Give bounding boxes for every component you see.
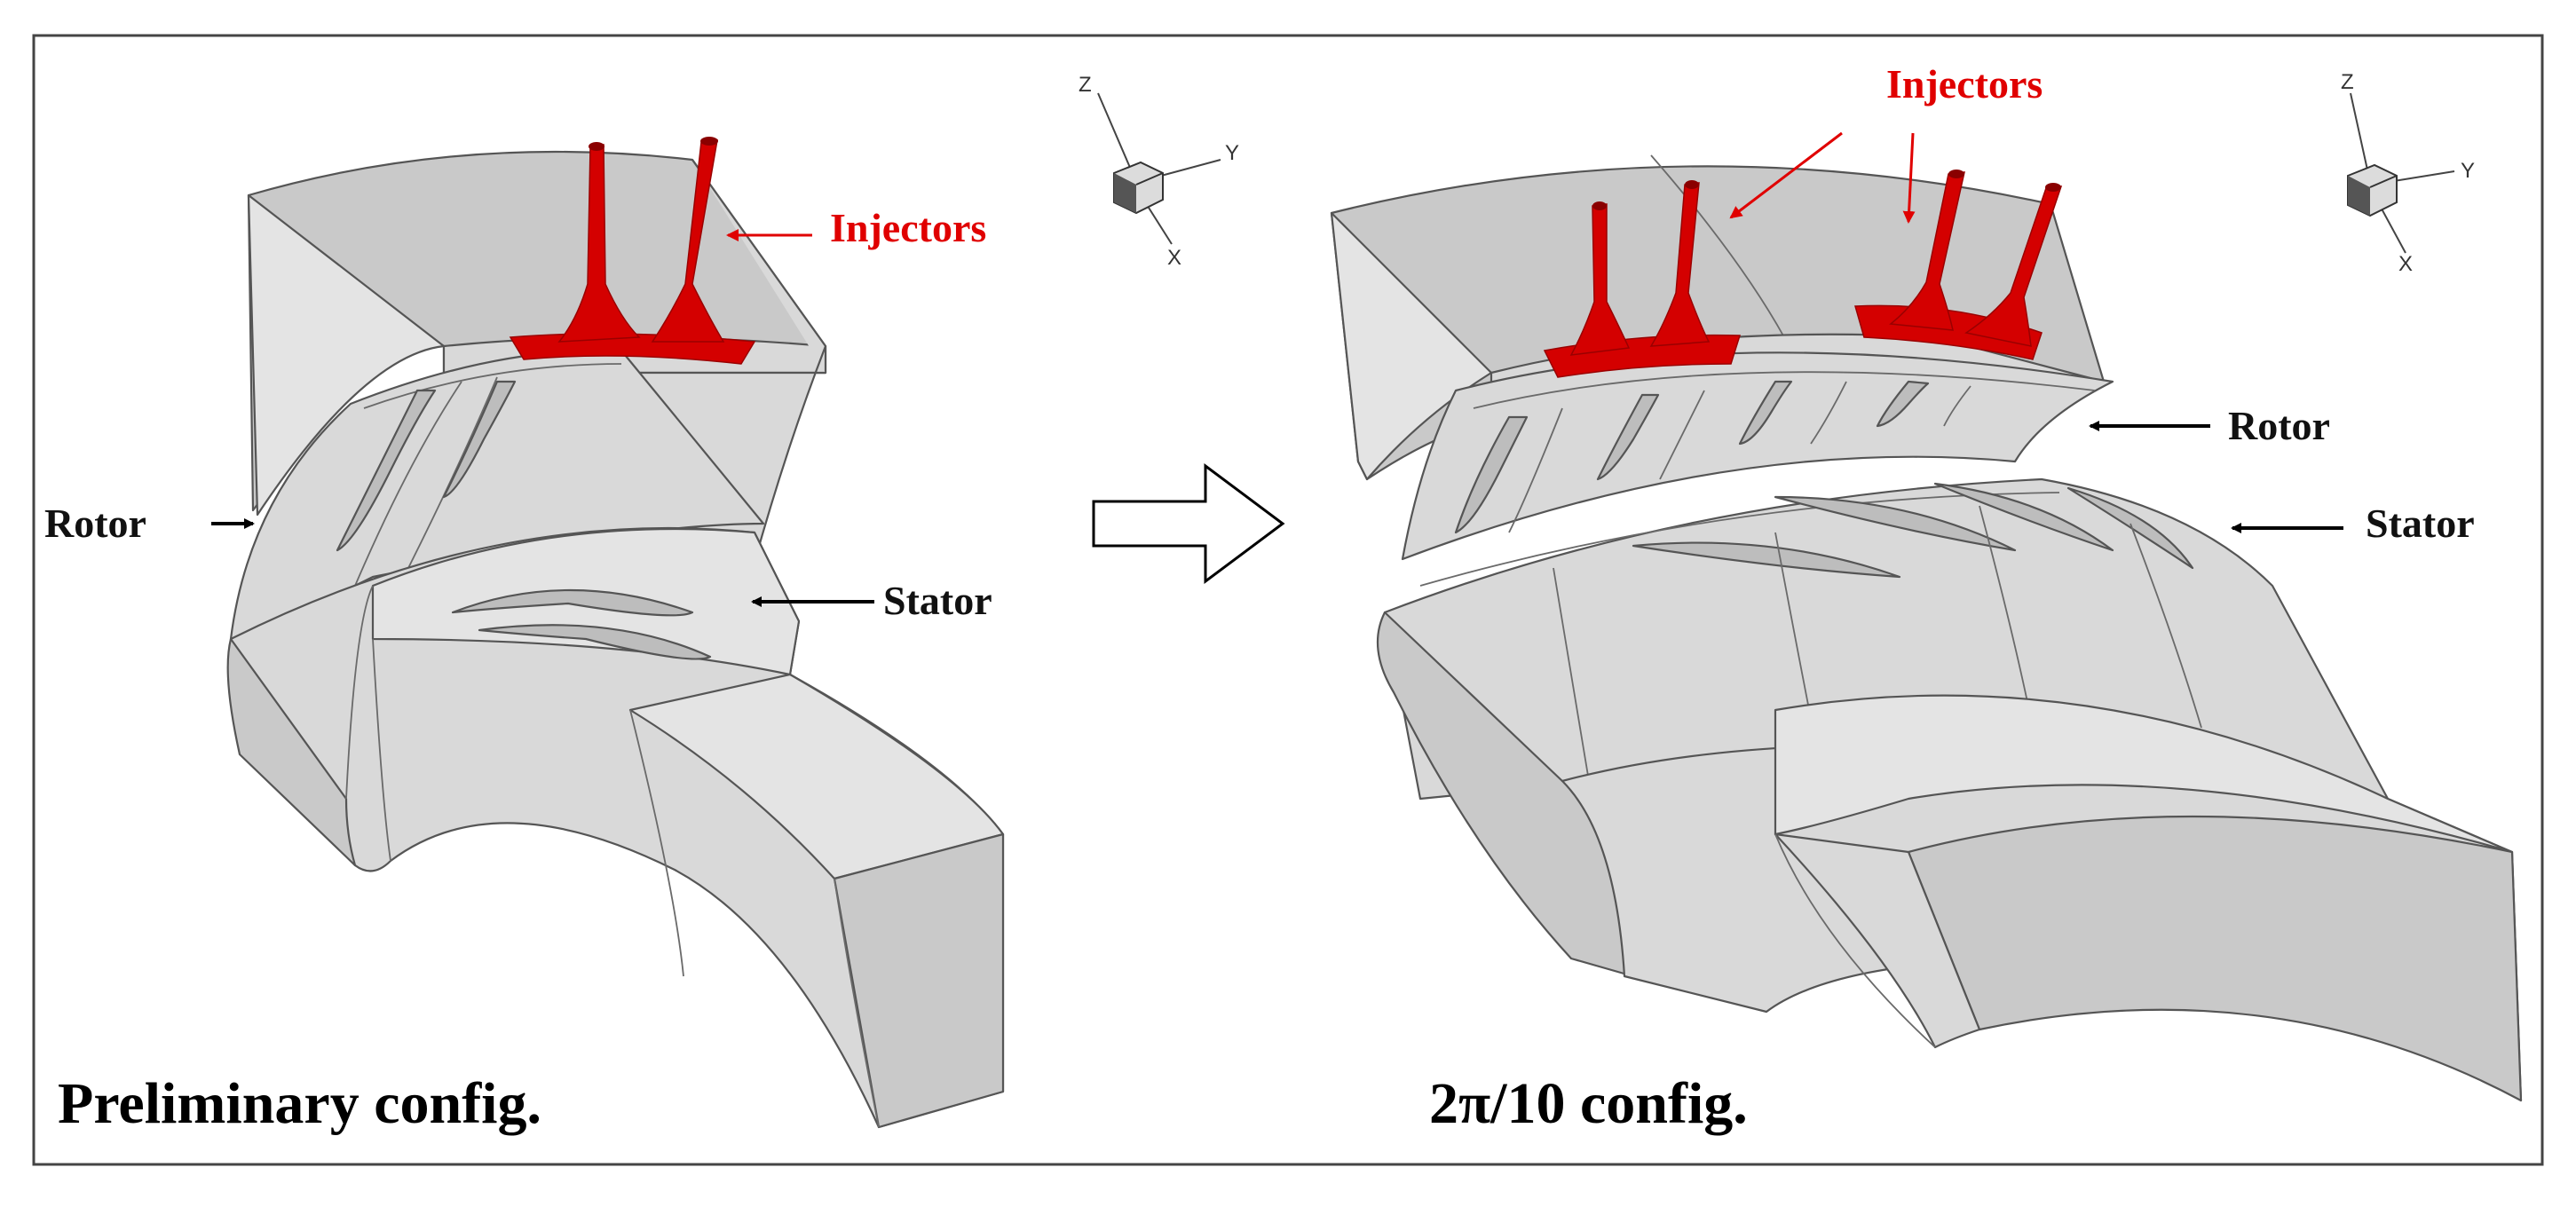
injectors-arrow-right-2 bbox=[1902, 132, 1916, 224]
axis-y-label-right: Y bbox=[2461, 159, 2475, 183]
axis-y-label-left: Y bbox=[1225, 141, 1239, 165]
axis-triad-left: Z Y X bbox=[1079, 73, 1239, 270]
rotor-label-left: Rotor bbox=[44, 501, 146, 546]
stator-label-left: Stator bbox=[883, 578, 992, 623]
axis-z-label-right: Z bbox=[2341, 70, 2354, 94]
axis-x-label-right: X bbox=[2398, 252, 2413, 276]
2pi10-config-geometry bbox=[1330, 154, 2523, 1102]
injectors-label-right: Injectors bbox=[1886, 61, 2043, 106]
injectors-left bbox=[509, 137, 756, 365]
injectors-label-left: Injectors bbox=[830, 205, 986, 250]
caption-2pi10-config: 2π/10 config. bbox=[1429, 1071, 1748, 1136]
rotor-label-right: Rotor bbox=[2228, 403, 2330, 448]
transition-arrow bbox=[1092, 463, 1285, 584]
axis-z-label-left: Z bbox=[1079, 73, 1092, 97]
axis-x-label-left: X bbox=[1167, 246, 1181, 270]
rotor-section-right bbox=[1401, 351, 2114, 561]
caption-preliminary-config: Preliminary config. bbox=[58, 1071, 541, 1136]
preliminary-config-geometry bbox=[226, 137, 1005, 1129]
injectors-right bbox=[1543, 170, 2063, 378]
axis-triad-right: Z Y X bbox=[2341, 70, 2475, 276]
stator-label-right: Stator bbox=[2366, 501, 2475, 546]
stator-section-left bbox=[229, 526, 1005, 1129]
injectors-arrow-right-1 bbox=[1729, 131, 1843, 219]
